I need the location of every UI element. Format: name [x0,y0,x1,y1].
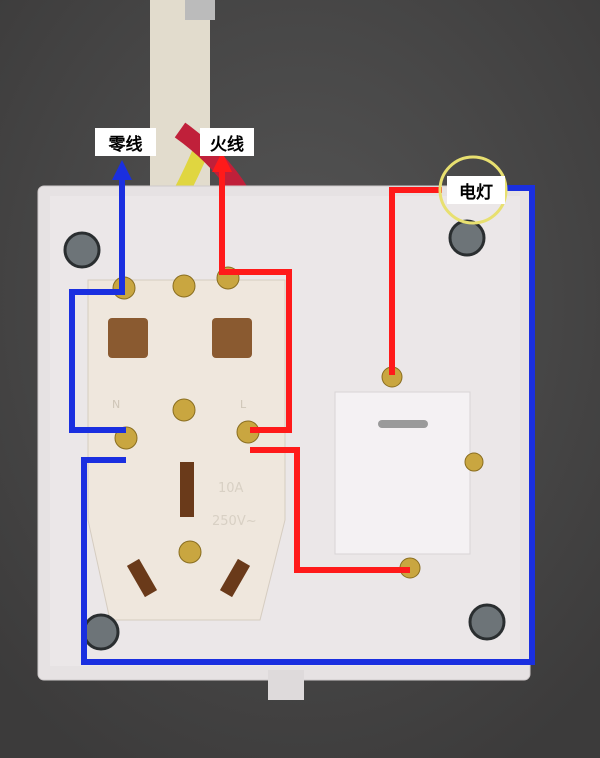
socket-hole-l [212,318,252,358]
switch-indicator [378,420,428,428]
rating-voltage: 250V~ [212,514,257,529]
live-arrow-icon [212,152,232,172]
lamp-highlight-circle [438,155,508,225]
neutral-arrow-icon [112,160,132,180]
plate-tab [268,670,304,700]
lamp-label: 电灯 [447,176,505,204]
terminal-screws [112,266,484,579]
live-label: 火线 [200,128,254,156]
live-wire [219,170,442,573]
neutral-label: 零线 [95,128,156,156]
light-switch [334,391,471,555]
terminal-l-mark: L [240,398,247,411]
rating-current: 10A [218,481,244,496]
socket-hole-earth [180,462,194,517]
neutral-wire [69,175,535,665]
socket-module: 10A 250V~ N L [87,279,286,621]
socket-hole-3pin-l [219,558,251,598]
socket-hole-3pin-n [126,558,158,598]
socket-hole-n [108,318,148,358]
mounting-screws [63,219,506,651]
terminal-n-mark: N [112,398,120,411]
